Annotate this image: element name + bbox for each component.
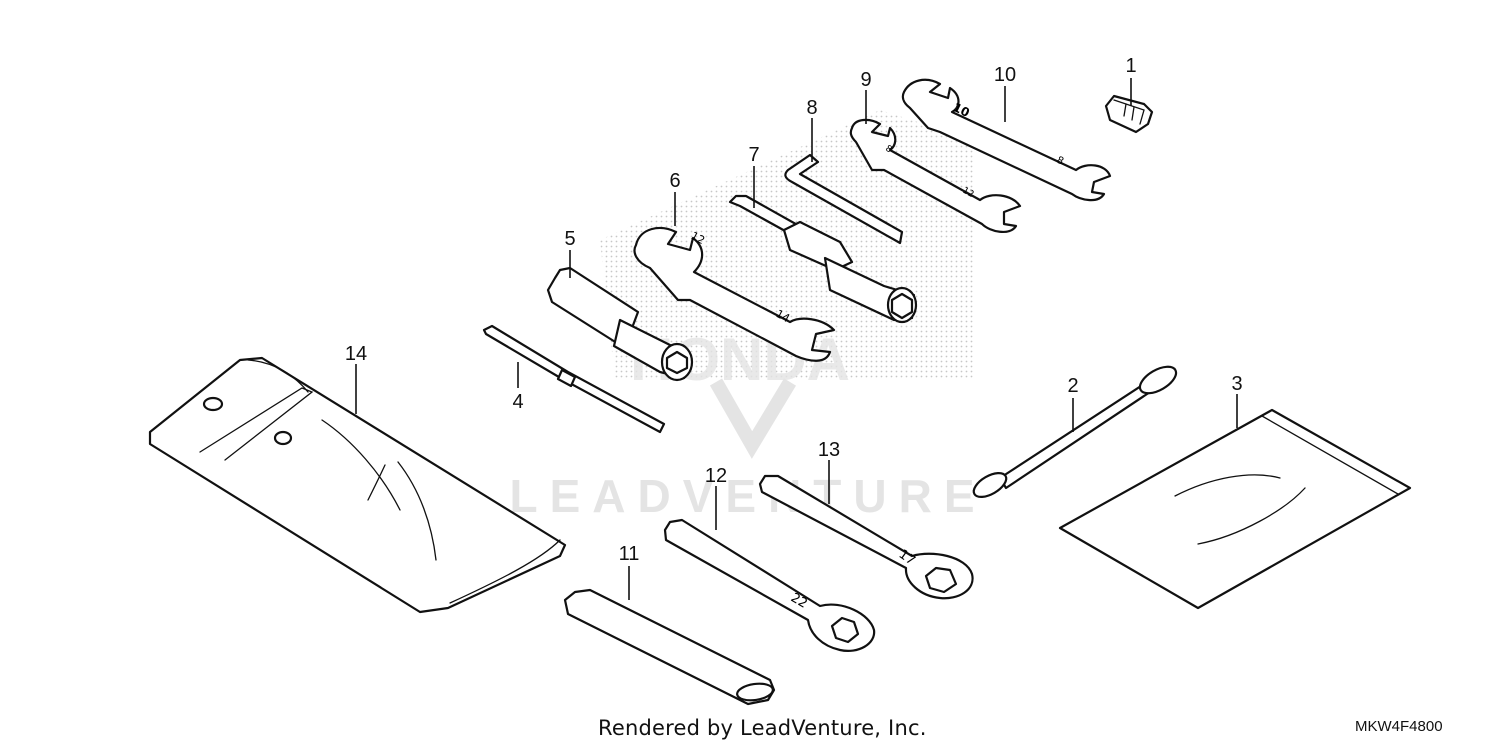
part-5-socket-wrench[interactable] bbox=[546, 266, 694, 382]
leader-lines bbox=[355, 78, 1238, 600]
callout-2: 2 bbox=[1067, 375, 1078, 397]
callout-3: 3 bbox=[1231, 373, 1242, 395]
part-4-screwdriver[interactable] bbox=[482, 324, 666, 434]
wrench-6-size-a: 12 bbox=[689, 229, 707, 247]
part-7-spark-plug-wrench[interactable] bbox=[728, 194, 918, 324]
part-12-box-wrench[interactable]: 22 bbox=[663, 518, 876, 652]
part-9-open-end-wrench[interactable]: 8 12 bbox=[849, 118, 1022, 233]
callout-13: 13 bbox=[818, 439, 840, 461]
callout-1: 1 bbox=[1125, 55, 1136, 77]
callout-8: 8 bbox=[806, 97, 817, 119]
part-11-handle[interactable] bbox=[563, 588, 776, 706]
callout-5: 5 bbox=[564, 228, 575, 250]
wrench-6-size-b: 14 bbox=[774, 307, 792, 325]
wrench-10-size-a: 10 bbox=[951, 100, 972, 120]
part-6-open-end-wrench[interactable]: 12 14 bbox=[633, 227, 836, 362]
part-13-box-wrench[interactable]: 17 bbox=[758, 474, 974, 600]
callout-9: 9 bbox=[860, 69, 871, 91]
part-1-clip[interactable] bbox=[1104, 94, 1154, 134]
callout-12: 12 bbox=[705, 465, 727, 487]
watermark-text: LEADVENTURE bbox=[509, 470, 986, 522]
callout-4: 4 bbox=[512, 391, 523, 413]
rendered-by-credit: Rendered by LeadVenture, Inc. bbox=[598, 716, 927, 740]
part-10-open-end-wrench[interactable]: 10 8 bbox=[901, 78, 1112, 202]
part-8-hex-key[interactable] bbox=[784, 153, 904, 245]
callout-6: 6 bbox=[669, 170, 680, 192]
part-2-strap[interactable] bbox=[970, 361, 1180, 501]
wrench-12-size: 22 bbox=[788, 590, 810, 611]
callout-11: 11 bbox=[619, 543, 640, 565]
wrench-9-size-b: 12 bbox=[961, 186, 976, 200]
diagram-code: MKW4F4800 bbox=[1355, 718, 1443, 735]
callout-10: 10 bbox=[994, 64, 1016, 86]
part-14-tool-bag[interactable] bbox=[148, 356, 567, 614]
wrench-10-size-b: 8 bbox=[1055, 155, 1066, 168]
wrench-9-size-a: 8 bbox=[884, 144, 894, 156]
callout-7: 7 bbox=[748, 144, 759, 166]
part-3-document-sheet[interactable] bbox=[1058, 408, 1412, 610]
callout-14: 14 bbox=[345, 343, 367, 365]
callout-numbers: 1 2 3 4 5 6 7 8 9 10 11 12 13 14 bbox=[345, 55, 1243, 565]
